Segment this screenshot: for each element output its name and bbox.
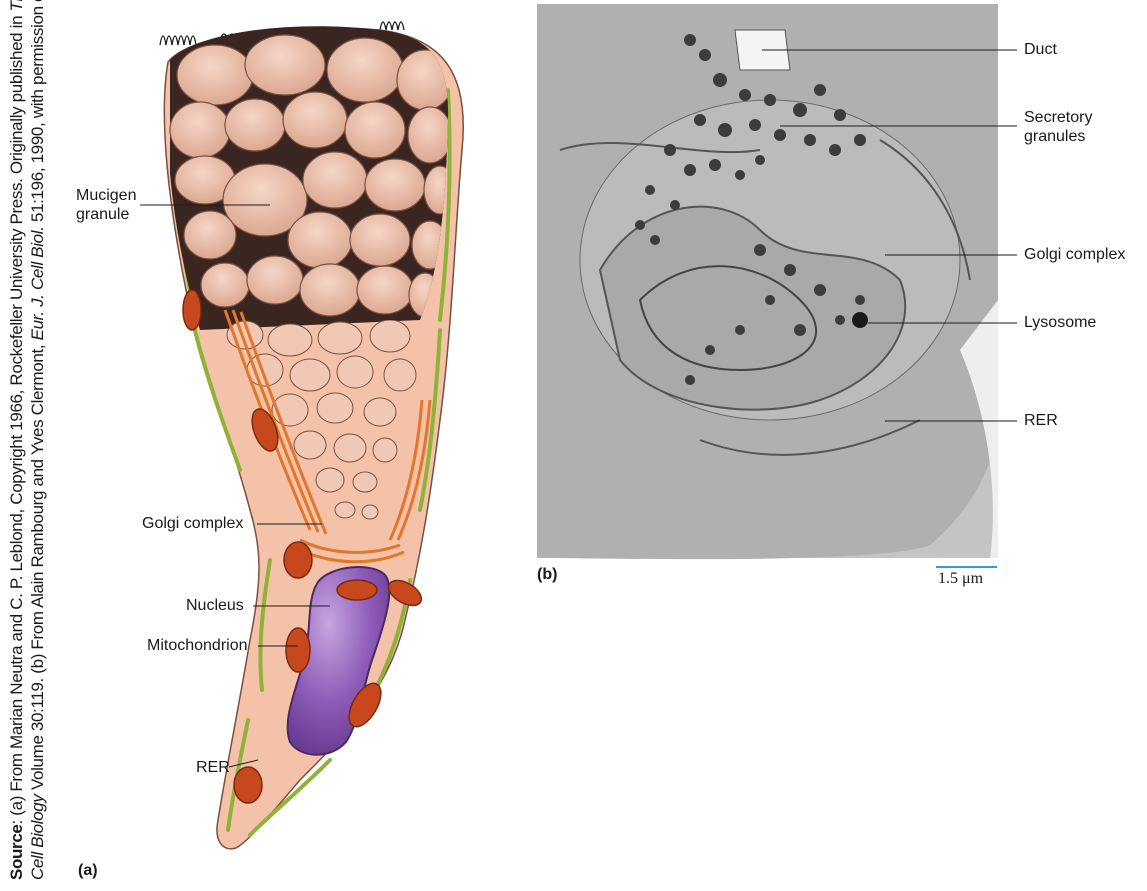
label-rer-a: RER [196, 758, 230, 777]
label-lysosome: Lysosome [1024, 313, 1096, 332]
label-mitochondrion: Mitochondrion [147, 636, 248, 655]
panel-a-tag: (a) [78, 862, 98, 880]
label-rer-b: RER [1024, 411, 1058, 430]
label-nucleus: Nucleus [186, 596, 244, 615]
scale-bar-label: 1.5 μm [938, 570, 983, 588]
electron-micrograph [537, 4, 998, 559]
label-duct: Duct [1024, 40, 1057, 59]
label-golgi-complex-b: Golgi complex [1024, 245, 1125, 264]
panel-b-tag: (b) [537, 566, 557, 584]
mucigen-granules [170, 25, 460, 335]
label-mucigen-line-2: granule [76, 205, 129, 224]
label-mucigen-line-1: Mucigen [76, 186, 136, 205]
label-secretory-line-1: Secretory [1024, 108, 1092, 127]
label-golgi-complex-a: Golgi complex [142, 514, 243, 533]
label-secretory-line-2: granules [1024, 127, 1085, 146]
